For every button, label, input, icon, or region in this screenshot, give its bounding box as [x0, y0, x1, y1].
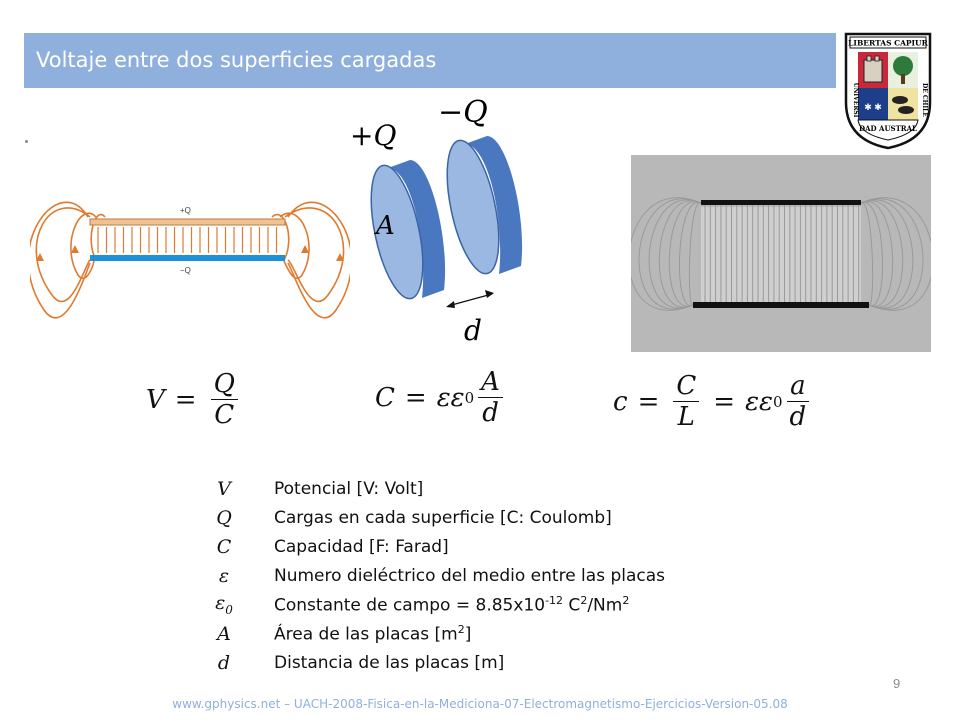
voltage-lhs: V	[146, 384, 165, 415]
legend-symbol: ε0	[215, 592, 233, 617]
field-photo	[631, 155, 931, 352]
legend-row-area: A Área de las placas [m2]	[200, 619, 760, 648]
area-symbol: A	[374, 211, 395, 241]
legend-row-capacitance: C Capacidad [F: Farad]	[200, 532, 760, 561]
legend-desc: Numero dieléctrico del medio entre las p…	[274, 565, 666, 586]
slide-title: Voltaje entre dos superficies cargadas	[36, 48, 437, 72]
seal-left-text: UNIVERSI	[852, 83, 859, 118]
legend-desc: Potencial [V: Volt]	[274, 478, 424, 499]
photo-right-field-line	[860, 199, 914, 309]
photo-left-field-line	[688, 202, 702, 306]
symbol-legend: V Potencial [V: Volt] Q Cargas en cada s…	[200, 474, 760, 677]
legend-desc: Constante de campo = 8.85x10-12 C2/Nm2	[274, 593, 630, 616]
photo-top-plate	[701, 200, 861, 205]
title-bar: Voltaje entre dos superficies cargadas	[24, 33, 836, 88]
per-length-num1: C	[673, 372, 700, 402]
legend-symbol: Q	[216, 506, 232, 529]
photo-right-field-line	[860, 198, 924, 310]
negative-plate	[90, 255, 285, 261]
legend-row-field-constant: ε0 Constante de campo = 8.85x10-12 C2/Nm…	[200, 590, 760, 619]
distance-symbol: d	[464, 314, 482, 347]
positive-plate	[89, 218, 286, 226]
minus-q-label: −Q	[180, 266, 191, 275]
per-length-den1: L	[677, 402, 695, 432]
distance-arrow	[447, 293, 493, 307]
photo-left-field-line	[658, 200, 702, 308]
left-plate	[370, 160, 446, 300]
right-plate	[446, 136, 523, 275]
legend-desc: Distancia de las placas [m]	[274, 652, 505, 673]
photo-right-field-line	[860, 201, 894, 307]
photo-right-field-line	[860, 202, 874, 306]
capacitance-lhs: C	[375, 382, 395, 413]
outer-field-lines	[30, 201, 350, 319]
photo-left-field-line	[631, 197, 702, 311]
seal-bottom-text: DAD AUSTRAL	[859, 124, 917, 133]
page-number: 9	[893, 676, 901, 691]
photo-left-field-line	[648, 199, 702, 309]
legend-symbol: ε	[218, 564, 230, 587]
footer-credit: www.gphysics.net – UACH-2008-Fisica-en-l…	[172, 697, 788, 711]
seal-right-text: DE CHILE	[921, 83, 928, 117]
legend-symbol: A	[217, 622, 231, 645]
photo-left-field-line	[678, 202, 702, 306]
photo-right-field-line	[860, 202, 884, 306]
photo-field-lines	[631, 197, 931, 311]
photo-right-field-line	[860, 197, 931, 311]
capacitance-sub: 0	[464, 388, 475, 407]
inner-field-lines	[97, 227, 278, 253]
legend-row-dielectric: ε Numero dieléctrico del medio entre las…	[200, 561, 760, 590]
legend-symbol: d	[217, 651, 231, 674]
per-length-sub: 0	[772, 392, 783, 411]
legend-desc: Capacidad [F: Farad]	[274, 536, 449, 557]
svg-text:✱ ✱: ✱ ✱	[864, 102, 882, 112]
capacitor-diagram: +Q −Q A d	[350, 95, 523, 347]
plus-q-symbol: +Q	[350, 119, 396, 152]
capacitance-factor: εε	[436, 382, 465, 413]
photo-bottom-plate	[693, 302, 869, 308]
seal-top-text: LIBERTAS CAPIUR	[848, 39, 928, 48]
plus-q-label: +Q	[180, 206, 191, 215]
per-length-factor: εε	[745, 386, 773, 417]
photo-left-field-line	[638, 198, 702, 310]
decorative-dot	[25, 140, 28, 143]
minus-q-symbol: −Q	[438, 95, 488, 130]
voltage-denominator: C	[214, 400, 235, 430]
capacitance-numerator: A	[478, 368, 503, 398]
legend-desc: Área de las placas [m2]	[274, 622, 472, 645]
legend-row-distance: d Distancia de las placas [m]	[200, 648, 760, 677]
photo-left-field-line	[668, 201, 702, 307]
legend-row-voltage: V Potencial [V: Volt]	[200, 474, 760, 503]
legend-symbol: C	[216, 535, 232, 558]
legend-desc: Cargas en cada superficie [C: Coulomb]	[274, 507, 612, 528]
legend-row-charge: Q Cargas en cada superficie [C: Coulomb]	[200, 503, 760, 532]
field-arrowheads	[36, 245, 344, 261]
field-lines-diagram: +Q −Q	[30, 201, 350, 319]
per-length-den2: d	[789, 402, 807, 432]
university-seal: LIBERTAS CAPIUR ✱ ✱ DAD AUSTRAL UNIVERSI…	[844, 32, 932, 150]
voltage-numerator: Q	[210, 370, 238, 400]
per-length-num2: a	[787, 372, 809, 402]
legend-symbol: V	[217, 477, 231, 500]
photo-right-field-line	[860, 200, 904, 308]
per-length-lhs: c	[613, 386, 628, 417]
voltage-equation: V = Q C	[146, 370, 242, 429]
capacitance-denominator: d	[482, 398, 499, 428]
